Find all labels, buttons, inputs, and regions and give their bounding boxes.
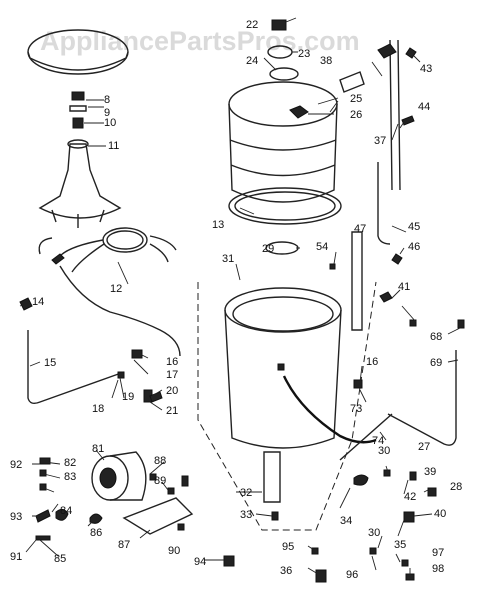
callout-label: 44 — [418, 101, 430, 113]
callout-label: 21 — [166, 405, 178, 417]
outer-tub-part — [228, 81, 342, 225]
callout-label: 83 — [64, 471, 76, 483]
callout-label: 19 — [122, 391, 134, 403]
right-bracket-parts — [339, 39, 417, 191]
base-bracket-part — [122, 497, 194, 535]
callout-label: 97 — [432, 547, 444, 559]
callout-label: 23 — [298, 48, 310, 60]
callout-labels: 8 9 10 11 12 13 14 15 16 16 17 18 19 20 … — [10, 19, 462, 581]
callout-label: 41 — [398, 281, 410, 293]
agitator-part — [38, 139, 122, 228]
callout-label: 89 — [154, 475, 166, 487]
callout-label: 96 — [346, 569, 358, 581]
callout-label: 39 — [424, 466, 436, 478]
motor-part — [91, 451, 147, 501]
callout-label: 37 — [374, 135, 386, 147]
callout-label: 26 — [350, 109, 362, 121]
callout-label: 47 — [354, 223, 366, 235]
cap-nut-parts — [69, 91, 87, 129]
callout-label: 95 — [282, 541, 294, 553]
callout-label: 81 — [92, 443, 104, 455]
callout-label: 32 — [240, 487, 252, 499]
callout-label: 31 — [222, 253, 234, 265]
callout-label: 35 — [394, 539, 406, 551]
callout-label: 10 — [104, 117, 116, 129]
callout-label: 82 — [64, 457, 76, 469]
leader-lines — [19, 17, 461, 576]
callout-label: 29 — [262, 243, 274, 255]
cabinet-outline — [197, 281, 377, 531]
callout-label: 24 — [246, 55, 258, 67]
callout-label: 30 — [378, 445, 390, 457]
callout-label: 11 — [108, 140, 119, 152]
callout-label: 93 — [10, 511, 22, 523]
drain-hose-part — [282, 375, 377, 444]
rod-parts — [351, 162, 403, 331]
callout-label: 38 — [320, 55, 332, 67]
callout-label: 12 — [110, 283, 122, 295]
callout-label: 16 — [366, 356, 378, 368]
callout-label: 43 — [420, 63, 432, 75]
right-rod-part — [387, 350, 457, 446]
callout-label: 8 — [104, 94, 110, 106]
callout-label: 15 — [44, 357, 56, 369]
callout-label: 98 — [432, 563, 444, 575]
callout-label: 28 — [450, 481, 462, 493]
callout-label: 85 — [54, 553, 66, 565]
callout-label: 17 — [166, 369, 178, 381]
callout-label: 20 — [166, 385, 178, 397]
callout-label: 54 — [316, 241, 328, 253]
callout-label: 36 — [280, 565, 292, 577]
inner-basket-part — [224, 287, 342, 449]
callout-label: 9 — [104, 107, 110, 119]
callout-label: 34 — [340, 515, 352, 527]
callout-label: 40 — [434, 508, 446, 520]
left-rod-part — [27, 330, 125, 405]
callout-label: 73 — [350, 403, 362, 415]
callout-label: 90 — [168, 545, 180, 557]
callout-label: 25 — [350, 93, 362, 105]
callout-label: 91 — [10, 551, 22, 563]
power-cord-part — [38, 227, 181, 357]
callout-label: 69 — [430, 357, 442, 369]
callout-label: 27 — [418, 441, 430, 453]
callout-label: 42 — [404, 491, 416, 503]
callout-label: 94 — [194, 556, 206, 568]
callout-label: 30 — [368, 527, 380, 539]
callout-label: 87 — [118, 539, 130, 551]
strap-part — [339, 413, 393, 461]
callout-label: 84 — [60, 505, 72, 517]
lid-part — [27, 29, 129, 75]
callout-label: 88 — [154, 455, 166, 467]
callout-label: 45 — [408, 221, 420, 233]
callout-label: 74 — [372, 435, 384, 447]
callout-label: 22 — [246, 19, 258, 31]
callout-label: 68 — [430, 331, 442, 343]
hardware-parts — [19, 263, 465, 583]
callout-label: 46 — [408, 241, 420, 253]
callout-label: 86 — [90, 527, 102, 539]
callout-label: 92 — [10, 459, 22, 471]
callout-label: 18 — [92, 403, 104, 415]
callout-label: 16 — [166, 356, 178, 368]
callout-label: 14 — [32, 296, 44, 308]
channel-part — [263, 451, 281, 503]
callout-label: 13 — [212, 219, 224, 231]
callout-label: 33 — [240, 509, 252, 521]
